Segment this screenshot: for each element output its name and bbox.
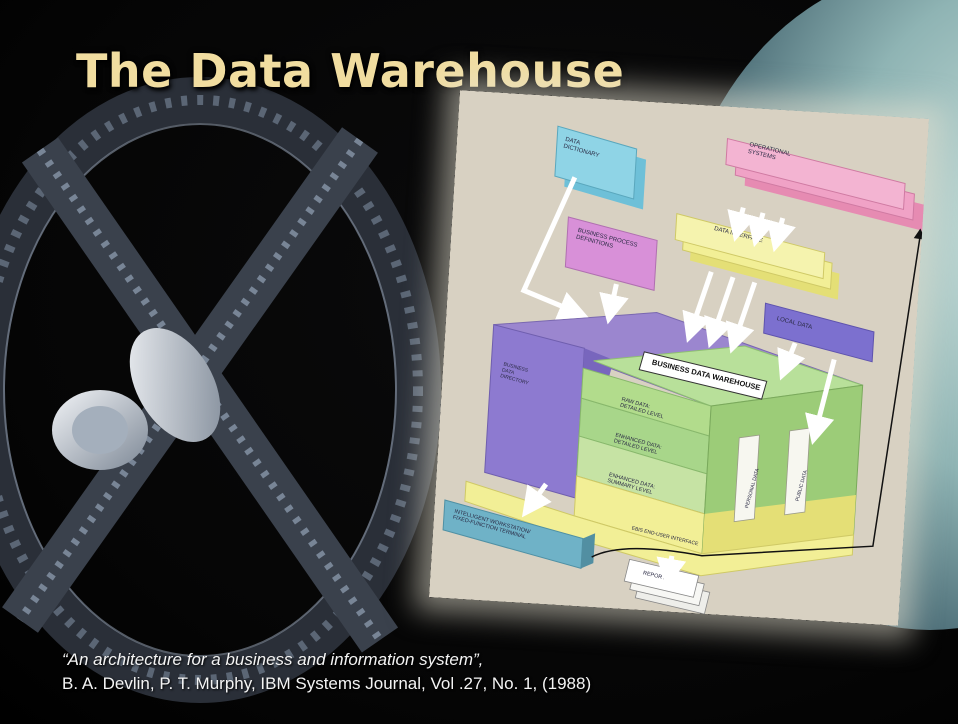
architecture-diagram: DATA DICTIONARY OPERATIONAL SYSTEMS D [428, 90, 930, 626]
business-data-warehouse-diagram: DATA DICTIONARY OPERATIONAL SYSTEMS D [428, 90, 930, 626]
citation-title: “An architecture for a business and info… [62, 650, 484, 669]
business-process-definitions-block: BUSINESS PROCESS DEFINITIONS [564, 216, 658, 291]
slide-title: The Data Warehouse [76, 44, 625, 98]
operational-systems-block: OPERATIONAL SYSTEMS [725, 137, 924, 231]
feedback-line [591, 238, 921, 558]
directory-label-2: DATA [501, 367, 515, 376]
space-station [0, 77, 441, 703]
citation-authors: B. A. Devlin, P. T. Murphy, IBM Systems … [62, 674, 592, 693]
local-data-block: LOCAL DATA [763, 302, 875, 363]
citation: “An architecture for a business and info… [62, 648, 591, 696]
flow-arrows [520, 176, 837, 589]
data-dictionary-label-1: DATA [565, 137, 581, 147]
